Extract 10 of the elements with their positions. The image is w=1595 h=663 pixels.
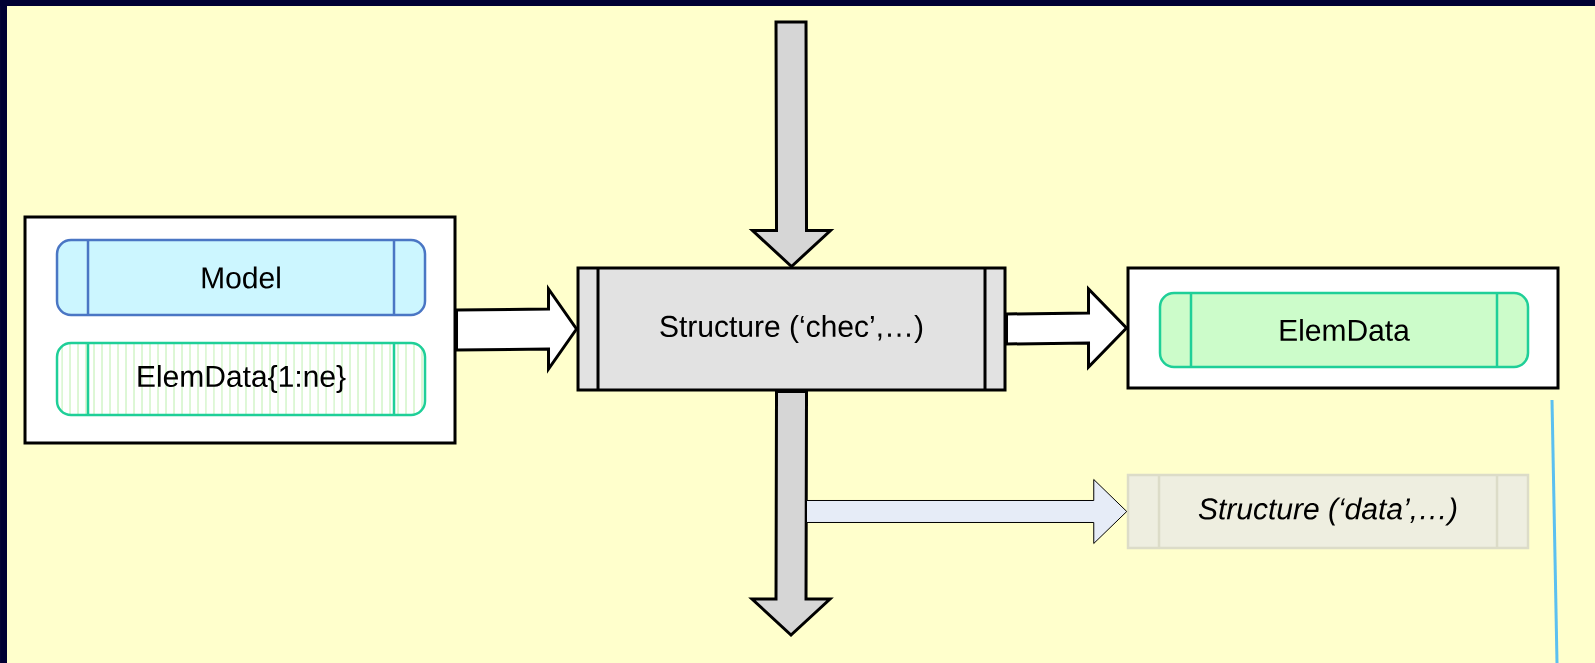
block-arrow	[806, 479, 1128, 544]
process-box: Structure (‘data’,…)	[1126, 473, 1530, 550]
block-arrow	[1005, 285, 1129, 371]
block-arrow	[748, 20, 835, 269]
data-box: Model	[55, 238, 427, 317]
block-arrow	[748, 390, 834, 638]
block-arrow	[455, 284, 579, 374]
process-box: Structure (‘chec’,…)	[576, 266, 1007, 392]
data-box: ElemData	[1158, 291, 1530, 369]
data-box: ElemData{1:ne}	[55, 341, 427, 417]
